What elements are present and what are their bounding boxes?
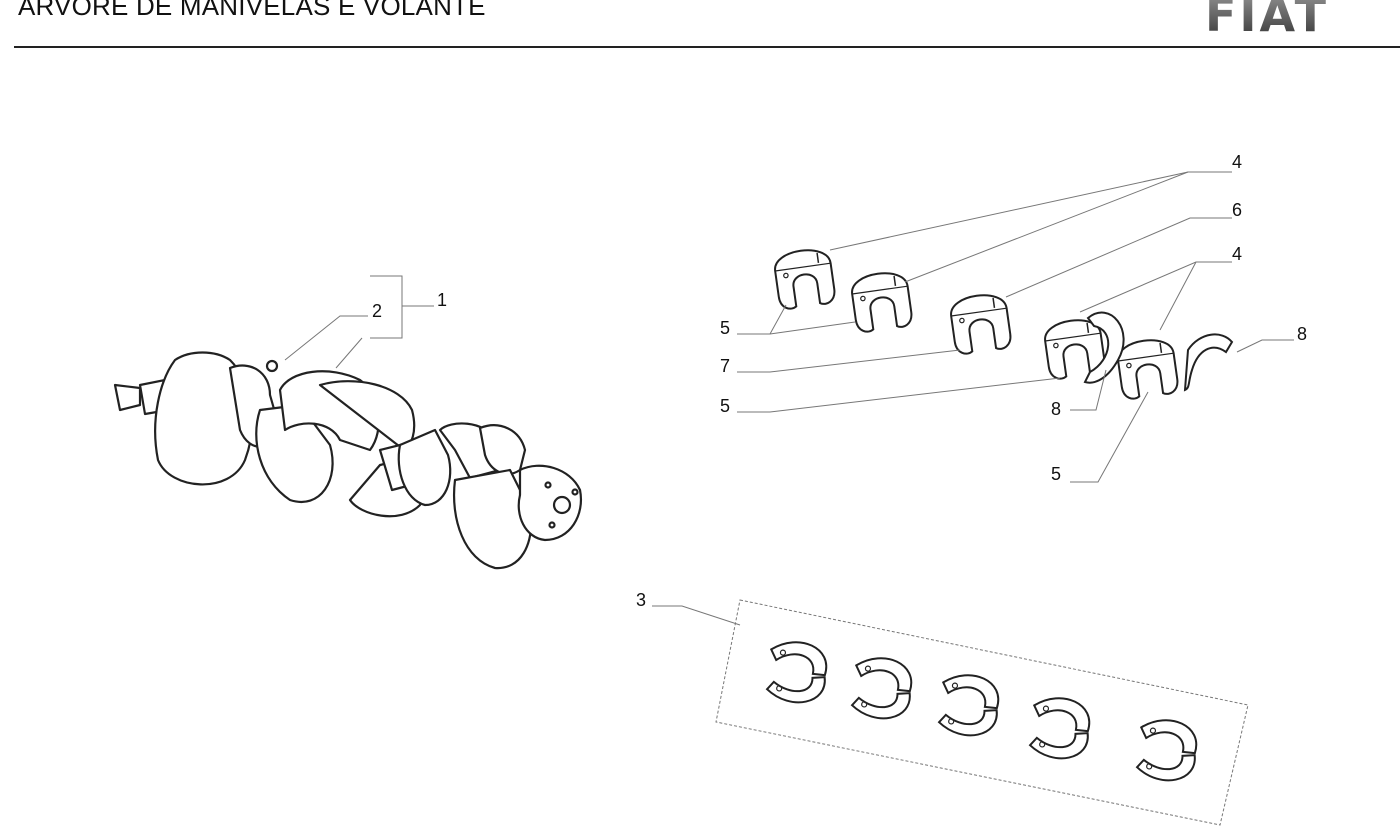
callout-8-center: 8	[1051, 399, 1061, 419]
dowel-pin	[265, 359, 279, 373]
callout-4-upper: 4	[1232, 152, 1242, 172]
callout-4-lower: 4	[1232, 244, 1242, 264]
callout-1: 1	[437, 290, 447, 310]
fiat-logo: FIAT	[1205, 0, 1329, 42]
callout-7: 7	[720, 356, 730, 376]
callout-3: 3	[636, 590, 646, 610]
header-divider	[14, 46, 1400, 48]
crankshaft	[113, 351, 583, 570]
leader-lines	[284, 171, 1294, 626]
callout-5-middle: 5	[720, 396, 730, 416]
callout-8-right: 8	[1297, 324, 1307, 344]
callout-2: 2	[372, 301, 382, 321]
callout-6: 6	[1232, 200, 1242, 220]
thrust-washers	[1083, 311, 1234, 392]
bearing-set-box	[715, 599, 1249, 826]
callout-5-bottom: 5	[1051, 464, 1061, 484]
page-title: ÁRVORE DE MANIVELAS E VOLANTE	[18, 0, 486, 21]
callout-5-top: 5	[720, 318, 730, 338]
